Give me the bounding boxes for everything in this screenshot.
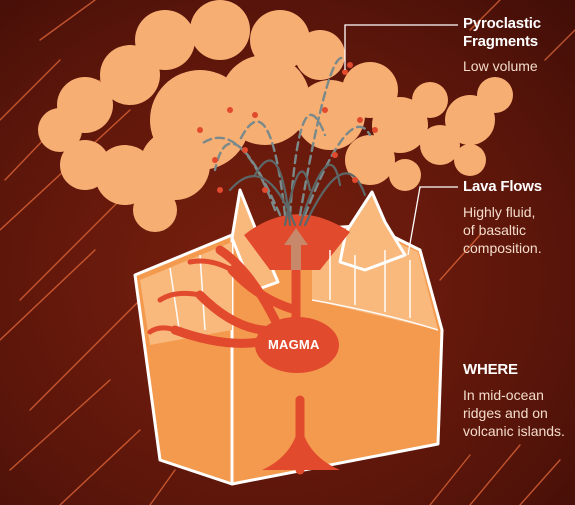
lava-desc-line1: Highly fluid, [463,204,535,221]
magma-label: MAGMA [268,337,320,352]
where-desc-line2: ridges and on [463,405,548,422]
lava-desc-line3: composition. [463,240,542,257]
where-title: WHERE [463,361,518,378]
pyroclastic-title-line2: Fragments [463,33,538,50]
lava-desc-line2: of basaltic [463,222,526,239]
where-desc-line1: In mid-ocean [463,387,544,404]
lava-flows-title: Lava Flows [463,178,542,195]
where-desc-line3: volcanic islands. [463,423,565,440]
pyroclastic-desc: Low volume [463,58,538,75]
pyroclastic-title-line1: Pyroclastic [463,15,541,32]
